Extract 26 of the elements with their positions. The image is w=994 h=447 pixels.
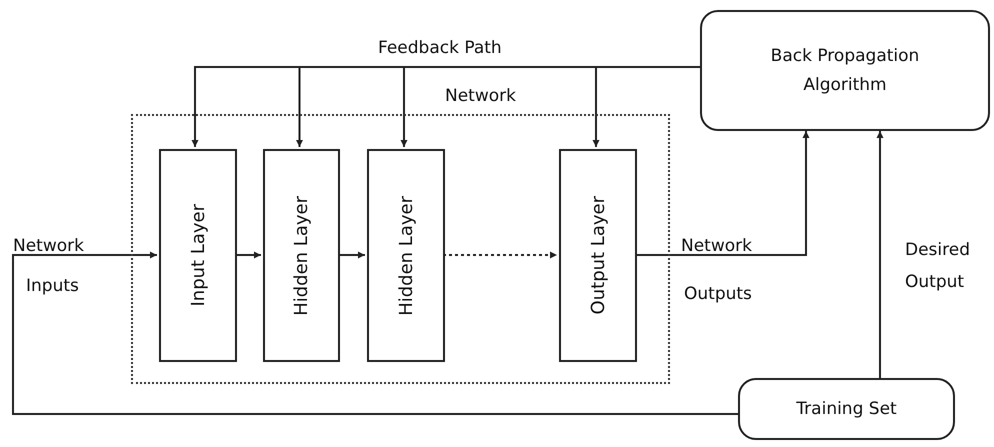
arrow (876, 131, 884, 378)
outputs-label: Outputs (684, 283, 752, 306)
arrow (635, 131, 810, 256)
arrow (338, 252, 365, 258)
path-label: Feedback Path (378, 37, 502, 60)
desired-output-label: Desired Output (905, 239, 971, 294)
arrow (12, 252, 738, 415)
box-label: Training Set (796, 398, 897, 421)
layer-box (159, 149, 237, 362)
layer-label: Output Layer (588, 196, 608, 315)
layer-box (263, 149, 340, 362)
process-box (700, 10, 990, 131)
box-label: Back Propagation Algorithm (770, 44, 920, 96)
process-box (738, 378, 955, 440)
arrow (443, 252, 557, 258)
layer-box (367, 149, 445, 362)
arrow (592, 66, 700, 147)
arrow (235, 252, 261, 258)
outputs-label: Network (681, 235, 752, 258)
layer-label: Hidden Layer (291, 196, 312, 316)
layer-box (559, 149, 637, 362)
inputs-label: Inputs (26, 275, 79, 298)
group-heading: Network (445, 86, 516, 106)
layer-label: Input Layer (188, 204, 208, 307)
inputs-label: Network (13, 235, 84, 258)
layer-label: Hidden Layer (396, 196, 416, 316)
